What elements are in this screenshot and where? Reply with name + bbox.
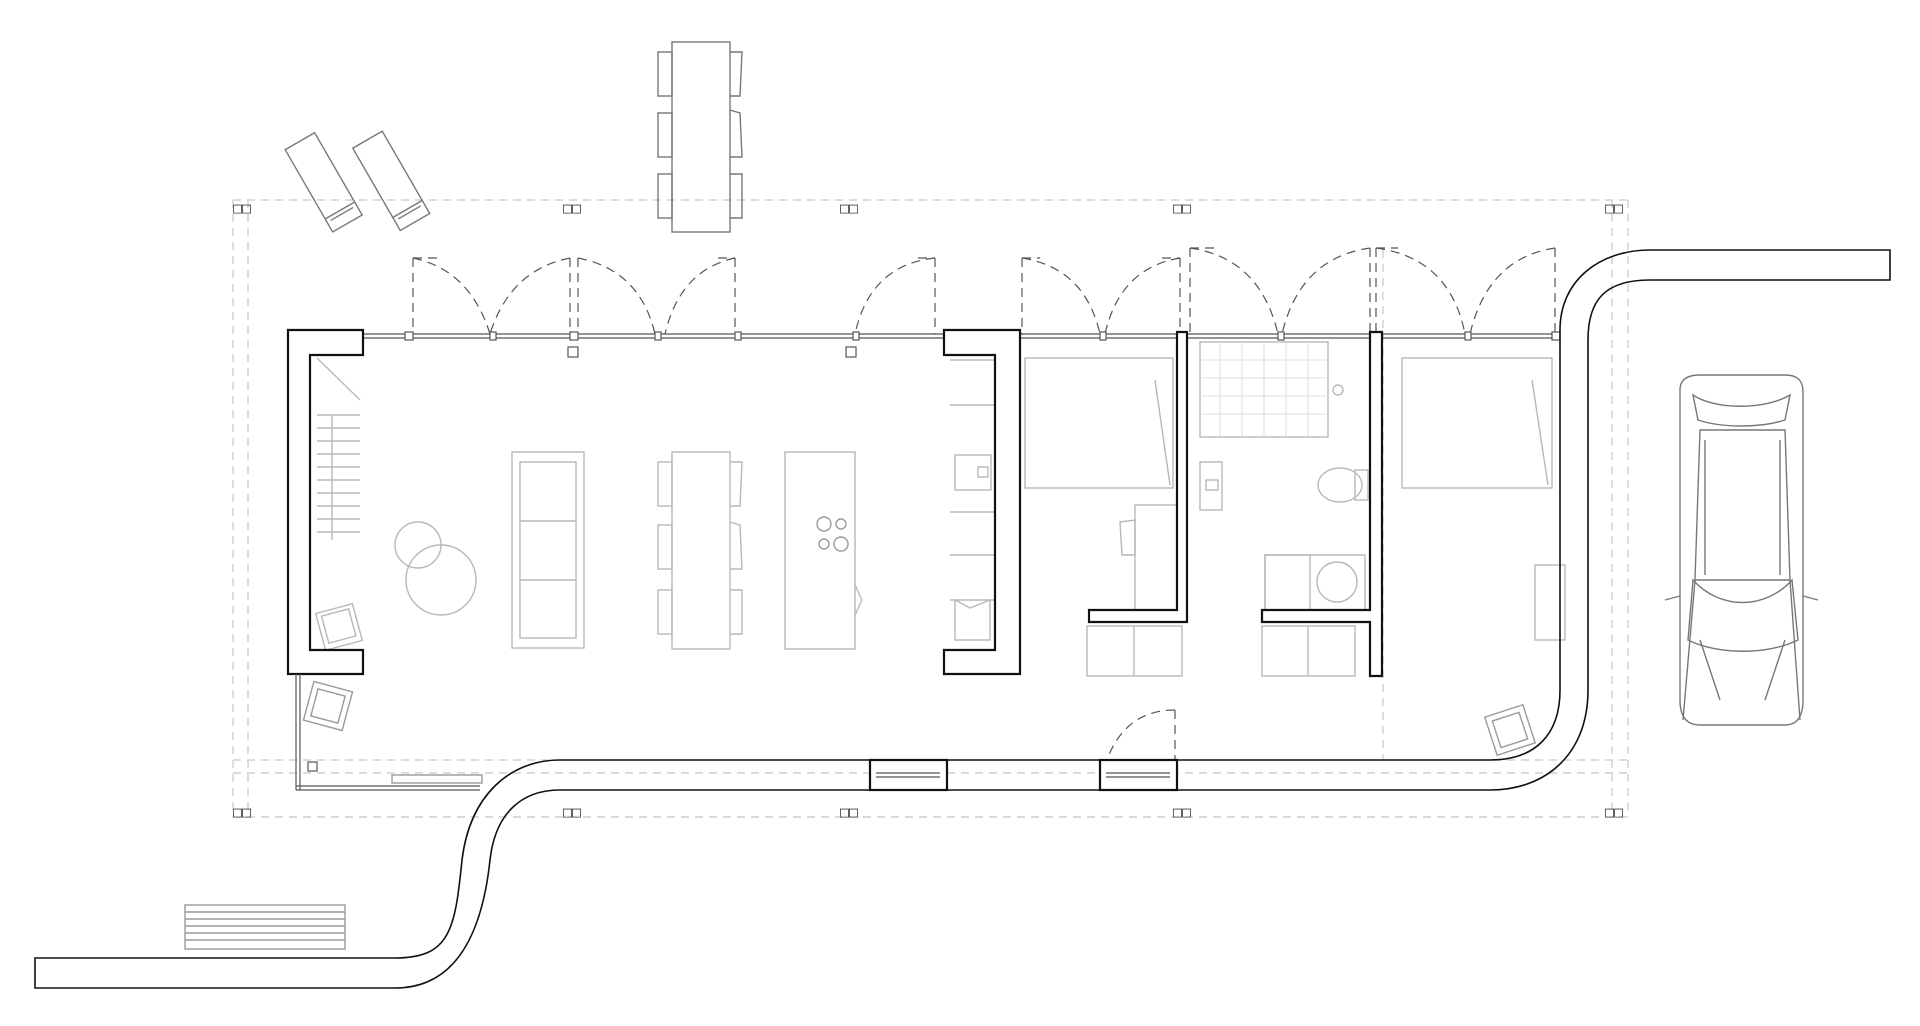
wall-bathroom xyxy=(1260,330,1384,678)
stair xyxy=(316,357,361,540)
bathroom-fixtures xyxy=(1199,341,1369,611)
dining-table xyxy=(657,451,743,650)
grid-label-e-bottom: □□ xyxy=(1605,803,1623,821)
grid-label-d-bottom: □□ xyxy=(1173,803,1191,821)
armchair-living xyxy=(314,602,364,652)
garden-wall xyxy=(34,249,1891,989)
grid-label-c: □□ xyxy=(840,199,858,217)
grid-label-b-bottom: □□ xyxy=(563,803,581,821)
wall-west xyxy=(286,328,365,676)
outdoor-dining-table xyxy=(657,41,743,233)
grid-label-c-bottom: □□ xyxy=(840,803,858,821)
grid-label-a-bottom: □□ xyxy=(233,803,251,821)
bed-1 xyxy=(1024,357,1183,611)
grid-label-a: □□ xyxy=(233,199,251,217)
wall-bedroom-1 xyxy=(1087,330,1189,624)
side-tables xyxy=(394,521,477,616)
structural-grid xyxy=(232,199,1629,818)
kitchen-island xyxy=(784,451,863,650)
grid-labels-top: □□ □□ □□ □□ □□ xyxy=(233,199,1623,217)
sun-loungers xyxy=(284,130,431,233)
car xyxy=(1664,374,1819,726)
walls xyxy=(286,328,1384,791)
wall-kitchen xyxy=(942,328,1022,676)
grid-label-b: □□ xyxy=(563,199,581,217)
door-swings-north xyxy=(412,247,1556,335)
armchair-bedroom-2 xyxy=(1483,703,1537,757)
grid-label-d: □□ xyxy=(1173,199,1191,217)
kitchen-counter xyxy=(950,359,995,641)
wardrobe-1 xyxy=(1086,625,1183,677)
wardrobe-2 xyxy=(1261,625,1356,677)
sofa xyxy=(511,451,585,649)
bench xyxy=(184,904,346,950)
bed-2 xyxy=(1401,357,1566,641)
grid-labels-bottom: □□ □□ □□ □□ □□ xyxy=(233,803,1623,821)
armchair-entrance xyxy=(302,680,354,732)
grid-label-e: □□ xyxy=(1605,199,1623,217)
